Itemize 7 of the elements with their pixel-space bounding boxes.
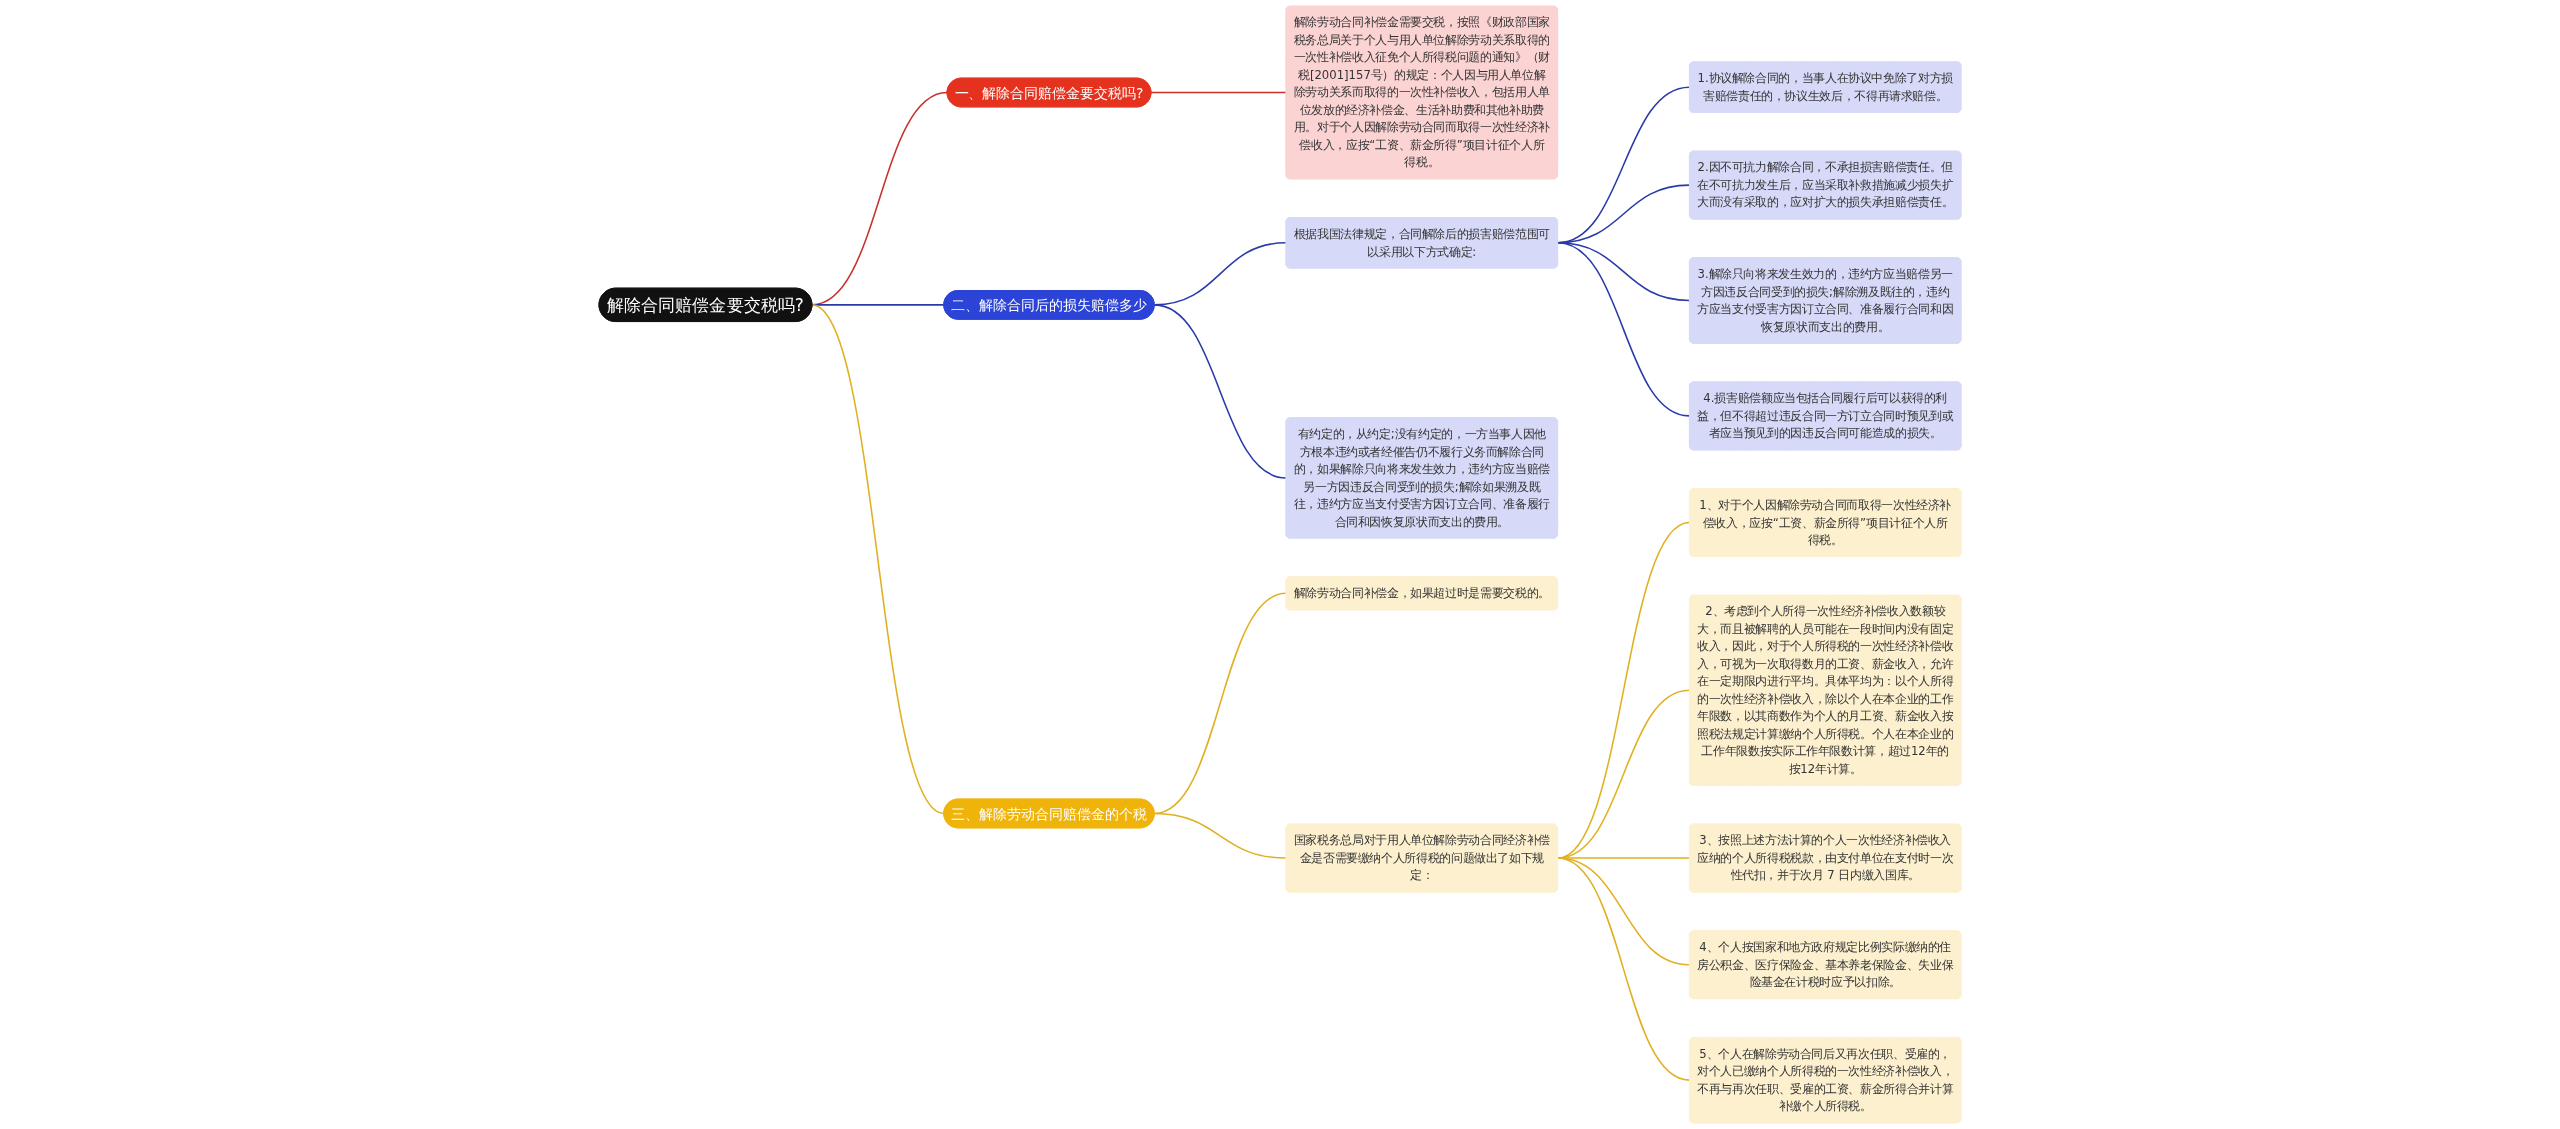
connector — [1153, 242, 1287, 306]
connector — [1150, 91, 1287, 94]
connector — [1556, 857, 1691, 1081]
connector — [1153, 812, 1287, 859]
connector — [1153, 592, 1287, 815]
connector — [1556, 242, 1691, 417]
connector — [811, 304, 945, 815]
